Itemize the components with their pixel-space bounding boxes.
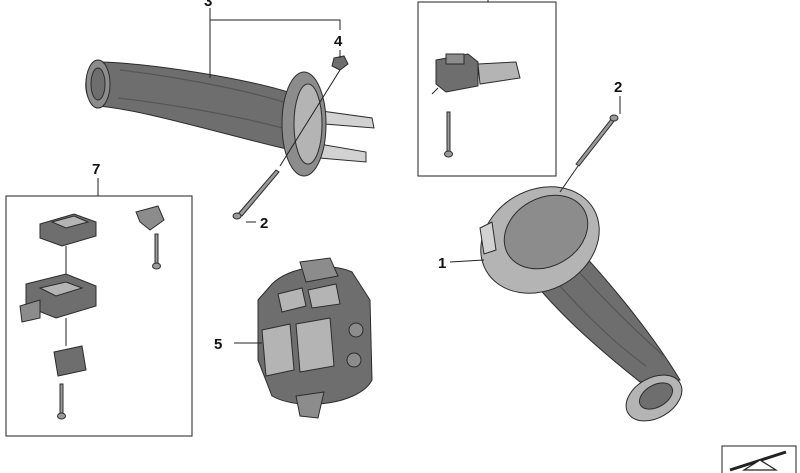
switch-lever-part[interactable]: [135, 205, 165, 231]
connector-box: [417, 1, 557, 177]
callout-2-left: 2: [260, 215, 268, 232]
screw-right-part[interactable]: [575, 114, 619, 167]
switch-screw-2[interactable]: [57, 383, 66, 420]
callout-5: 5: [214, 336, 222, 353]
left-grip-assembly[interactable]: [85, 59, 375, 177]
switch-module-part[interactable]: [19, 273, 97, 323]
screw-left-part[interactable]: [232, 169, 280, 220]
switch-kit-box: [5, 195, 193, 437]
nut-part[interactable]: [331, 55, 349, 71]
switch-plate-part[interactable]: [53, 345, 87, 377]
callout-1: 1: [438, 255, 446, 272]
connector-screw[interactable]: [444, 111, 453, 158]
right-grip[interactable]: [461, 166, 690, 431]
switch-cover-part[interactable]: [39, 213, 97, 247]
diagram-reference-icon: [721, 445, 797, 473]
callout-7: 7: [92, 161, 100, 178]
callout-4: 4: [334, 33, 343, 50]
switch-screw-1[interactable]: [152, 233, 161, 270]
callout-2-right: 2: [614, 79, 622, 96]
switch-unit[interactable]: [257, 257, 373, 419]
connector-part[interactable]: [431, 53, 521, 95]
callout-6: 6: [482, 0, 490, 2]
callout-3: 3: [204, 0, 212, 10]
